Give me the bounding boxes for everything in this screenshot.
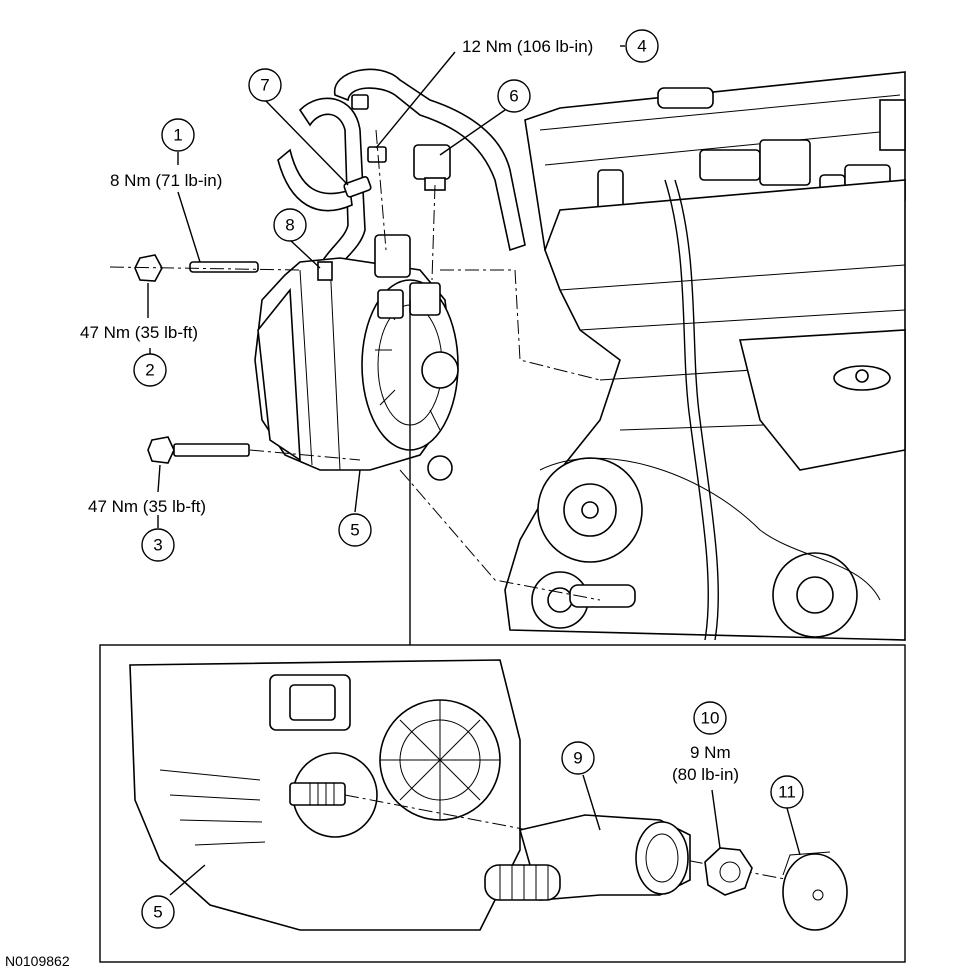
torque-label-line1: 9 Nm [690, 743, 731, 762]
callout-6: 6 [497, 79, 531, 113]
torque-label: 8 Nm (71 lb-in) [110, 171, 222, 190]
torque-label-line2: (80 lb-in) [672, 765, 739, 784]
callout-number: 8 [285, 216, 294, 235]
callout-5-top: 5 [338, 513, 372, 547]
callout-number: 9 [573, 749, 582, 768]
callout-4: 12 Nm (106 lb-in) 4 [462, 29, 659, 63]
callout-number: 5 [153, 903, 162, 922]
callout-9: 9 [561, 741, 595, 775]
callout-number: 1 [173, 126, 182, 145]
callout-5-detail: 5 [141, 895, 175, 929]
callout-number: 7 [260, 76, 269, 95]
callout-number: 4 [637, 37, 646, 56]
callout-number: 5 [350, 521, 359, 540]
callout-11: 11 [770, 775, 804, 809]
callout-number: 2 [145, 361, 154, 380]
callout-8: 8 [273, 208, 307, 242]
callout-3: 47 Nm (35 lb-ft) 3 [88, 497, 206, 562]
callout-1: 1 8 Nm (71 lb-in) [110, 118, 222, 190]
torque-label: 12 Nm (106 lb-in) [462, 37, 593, 56]
detail-view [99, 644, 906, 963]
callout-number: 3 [153, 536, 162, 555]
figure-code: N0109862 [5, 953, 70, 969]
torque-label: 47 Nm (35 lb-ft) [88, 497, 206, 516]
callout-7: 7 [248, 68, 282, 102]
torque-label: 47 Nm (35 lb-ft) [80, 323, 198, 342]
callout-number: 10 [701, 709, 720, 728]
alternator-drawing [254, 234, 459, 471]
callout-number: 6 [509, 87, 518, 106]
engine-assembly-drawing [427, 71, 906, 641]
alignment-lines [109, 129, 601, 645]
callout-2: 47 Nm (35 lb-ft) 2 [80, 323, 198, 387]
callout-10: 10 9 Nm (80 lb-in) [672, 701, 739, 784]
callout-number: 11 [778, 783, 796, 802]
